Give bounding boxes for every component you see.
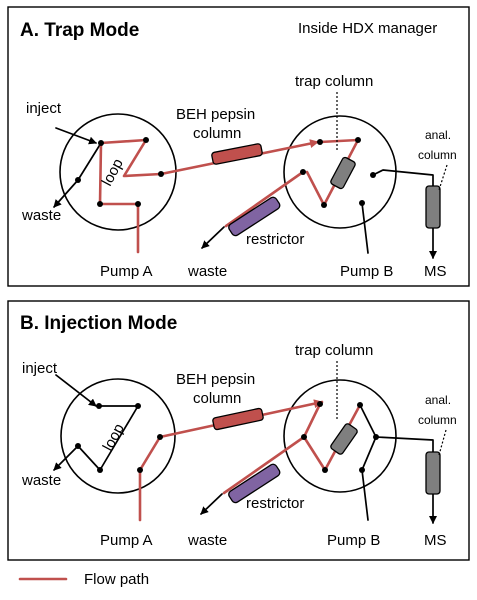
port-dot xyxy=(321,202,327,208)
waste-left-label: waste xyxy=(21,472,61,489)
anal-label-line2: column xyxy=(418,148,457,162)
port-dot xyxy=(373,434,379,440)
beh-label-line2: column xyxy=(193,390,241,407)
waste-left-line xyxy=(53,179,79,208)
port-dot xyxy=(300,169,306,175)
port-dot xyxy=(75,177,81,183)
inject-label: inject xyxy=(26,100,62,117)
beh-label-line1: BEH pepsin xyxy=(176,106,255,123)
port-dot xyxy=(97,467,103,473)
restrictor xyxy=(228,196,281,237)
port-dot xyxy=(317,139,323,145)
anal-column xyxy=(425,451,441,495)
anal-column-leader xyxy=(438,429,447,456)
trap-column-label: trap column xyxy=(295,342,373,359)
inject-label: inject xyxy=(22,360,58,377)
port-dot xyxy=(322,467,328,473)
inject-line xyxy=(55,127,97,145)
beh-label-line2: column xyxy=(193,125,241,142)
port-dot xyxy=(370,172,376,178)
port-dot xyxy=(317,401,323,407)
inject-line xyxy=(55,374,97,407)
panel-b-title: B. Injection Mode xyxy=(20,313,177,334)
legend-label: Flow path xyxy=(84,571,149,588)
trap-column-label: trap column xyxy=(295,73,373,90)
ms-label: MS xyxy=(424,263,447,280)
flow-path-restrictor xyxy=(222,435,306,495)
pump-b-label: Pump B xyxy=(327,532,380,549)
waste-left-line xyxy=(53,445,79,471)
port-dot xyxy=(359,200,365,206)
port-dot xyxy=(158,171,164,177)
left-valve xyxy=(60,378,176,494)
panel-a-subtitle: Inside HDX manager xyxy=(298,20,437,37)
inject-port-link xyxy=(77,142,102,181)
trap-column xyxy=(330,156,356,190)
panel-a-title: A. Trap Mode xyxy=(20,20,139,41)
waste-bottom-label: waste xyxy=(187,532,227,549)
restrictor-label: restrictor xyxy=(246,231,304,248)
waste-bottom-label: waste xyxy=(187,263,227,280)
port-dot xyxy=(359,467,365,473)
port-dot xyxy=(357,402,363,408)
waste-left-label: waste xyxy=(21,207,61,224)
ms-line xyxy=(375,436,437,524)
port-dot xyxy=(135,403,141,409)
anal-label-line1: anal. xyxy=(425,393,451,407)
loop-line xyxy=(77,405,139,471)
port-dot xyxy=(135,201,141,207)
port-dot xyxy=(355,137,361,143)
port-dot xyxy=(143,137,149,143)
port-dot xyxy=(301,434,307,440)
anal-label-line2: column xyxy=(418,413,457,427)
pump-a-label: Pump A xyxy=(100,532,153,549)
restrictor-label: restrictor xyxy=(246,495,304,512)
trap-column xyxy=(330,423,358,455)
pepsin-column xyxy=(212,407,264,431)
port-dot xyxy=(157,434,163,440)
flow-path-restrictor xyxy=(224,170,305,228)
port-dot xyxy=(96,403,102,409)
waste-bottom-line xyxy=(200,493,223,515)
waste-bottom-line xyxy=(201,226,225,249)
pump-b-line xyxy=(359,404,377,521)
panel-trap-mode: A. Trap Mode Inside HDX manager xyxy=(7,6,470,287)
anal-column-leader xyxy=(438,164,448,191)
pump-b-label: Pump B xyxy=(340,263,393,280)
pump-a-label: Pump A xyxy=(100,263,153,280)
anal-label-line1: anal. xyxy=(425,128,451,142)
pepsin-column xyxy=(211,143,263,165)
pump-b-line xyxy=(361,202,369,254)
ms-label: MS xyxy=(424,532,447,549)
port-dot xyxy=(98,140,104,146)
restrictor xyxy=(228,463,281,504)
panel-injection-mode: B. Injection Mode xyxy=(7,300,470,561)
port-dot xyxy=(137,467,143,473)
port-dot xyxy=(97,201,103,207)
port-dot xyxy=(75,443,81,449)
anal-column xyxy=(425,185,441,229)
legend: Flow path xyxy=(18,571,149,588)
beh-label-line1: BEH pepsin xyxy=(176,371,255,388)
